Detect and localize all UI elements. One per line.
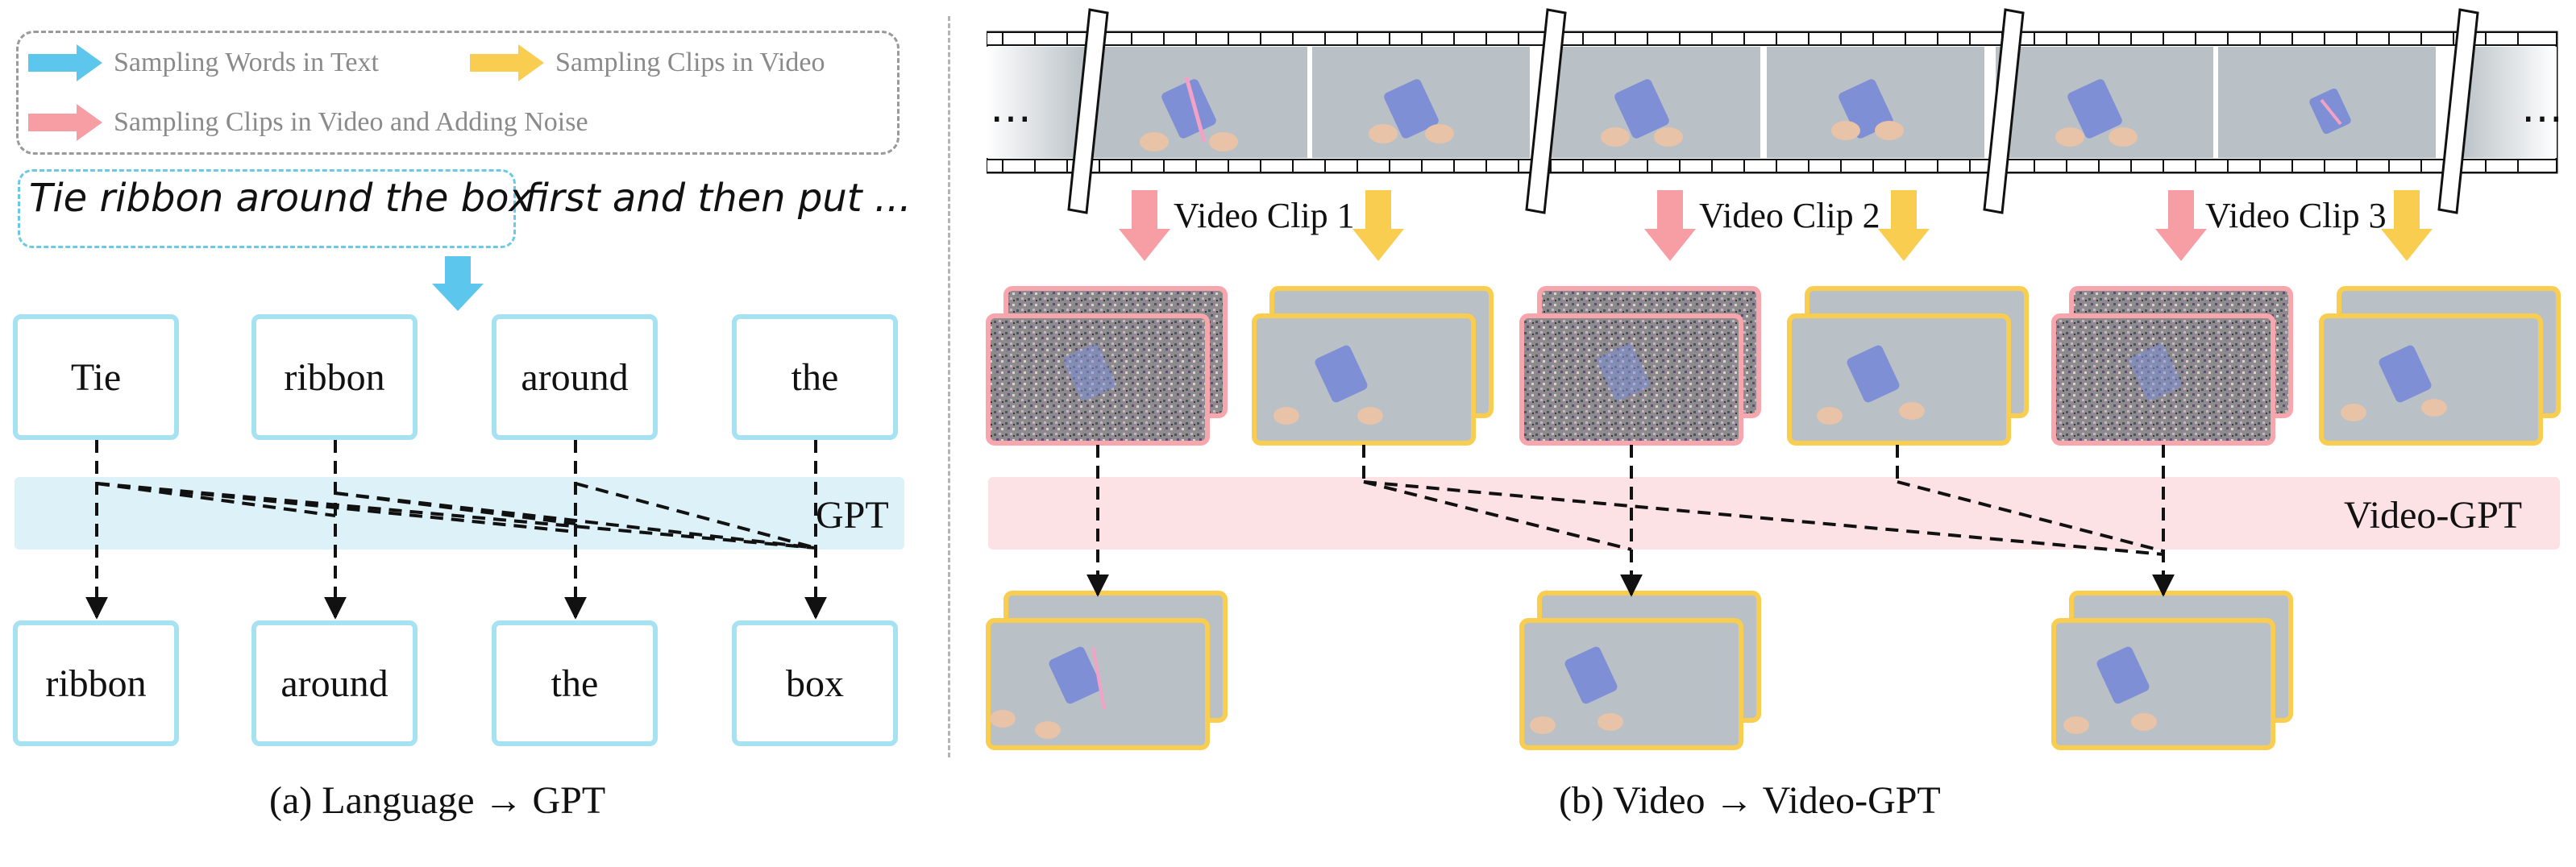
clip-label-3: Video Clip 3 <box>2205 196 2387 235</box>
legend-item-clips: Sampling Clips in Video <box>470 44 825 81</box>
legend-item-noise: Sampling Clips in Video and Adding Noise <box>28 104 588 141</box>
pink-arrow-icon <box>28 104 102 141</box>
yellow-down-arrow-icon <box>2381 190 2433 261</box>
video-gpt-band <box>988 477 2560 550</box>
panel-divider <box>948 16 950 757</box>
clip-label-1: Video Clip 1 <box>1174 196 1355 235</box>
clean-clip-stack <box>1252 286 1494 446</box>
input-token: the <box>732 314 898 440</box>
sampled-words-box <box>18 169 516 248</box>
film-strip <box>987 8 2558 214</box>
pink-down-arrow-icon <box>1119 190 1170 261</box>
input-token: Tie <box>13 314 179 440</box>
predicted-clip-stack <box>1519 591 1761 750</box>
yellow-arrow-icon <box>470 44 544 81</box>
output-token: ribbon <box>13 620 179 746</box>
output-token: around <box>251 620 418 746</box>
blue-down-arrow-icon <box>432 256 484 311</box>
predicted-clip-stack <box>2051 591 2293 750</box>
noisy-clip-stack <box>2051 286 2293 446</box>
clip-sampling-arrows <box>1119 190 2433 261</box>
noisy-clip-stack <box>1519 286 1761 446</box>
legend-item-words: Sampling Words in Text <box>28 44 379 81</box>
causal-attention-lines <box>85 440 827 620</box>
caption-video: (b) Video → Video-GPT <box>1559 779 1941 822</box>
legend: Sampling Words in Text Sampling Clips in… <box>16 31 900 155</box>
video-gpt-label: Video-GPT <box>2344 494 2523 537</box>
ellipsis-right: … <box>2521 84 2563 132</box>
clean-clip-stack <box>1787 286 2029 446</box>
noisy-clip-stack <box>986 286 1228 446</box>
blue-arrow-icon <box>28 44 102 81</box>
sentence-rest: first and then put ... <box>524 176 912 221</box>
clip-label-2: Video Clip 2 <box>1699 196 1880 235</box>
yellow-down-arrow-icon <box>1352 190 1404 261</box>
pink-down-arrow-icon <box>1644 190 1696 261</box>
ellipsis-left: … <box>990 84 1032 132</box>
yellow-down-arrow-icon <box>1878 190 1930 261</box>
clip-stacks <box>986 286 2561 750</box>
gpt-label: GPT <box>816 494 889 537</box>
pink-down-arrow-icon <box>2155 190 2207 261</box>
predicted-clip-stack <box>986 591 1228 750</box>
output-token: box <box>732 620 898 746</box>
output-token: the <box>492 620 658 746</box>
clean-clip-stack <box>2319 286 2561 446</box>
input-token: ribbon <box>251 314 418 440</box>
input-token: around <box>492 314 658 440</box>
sentence-sampled: Tie ribbon around the box <box>29 176 532 221</box>
caption-language: (a) Language → GPT <box>269 779 606 822</box>
